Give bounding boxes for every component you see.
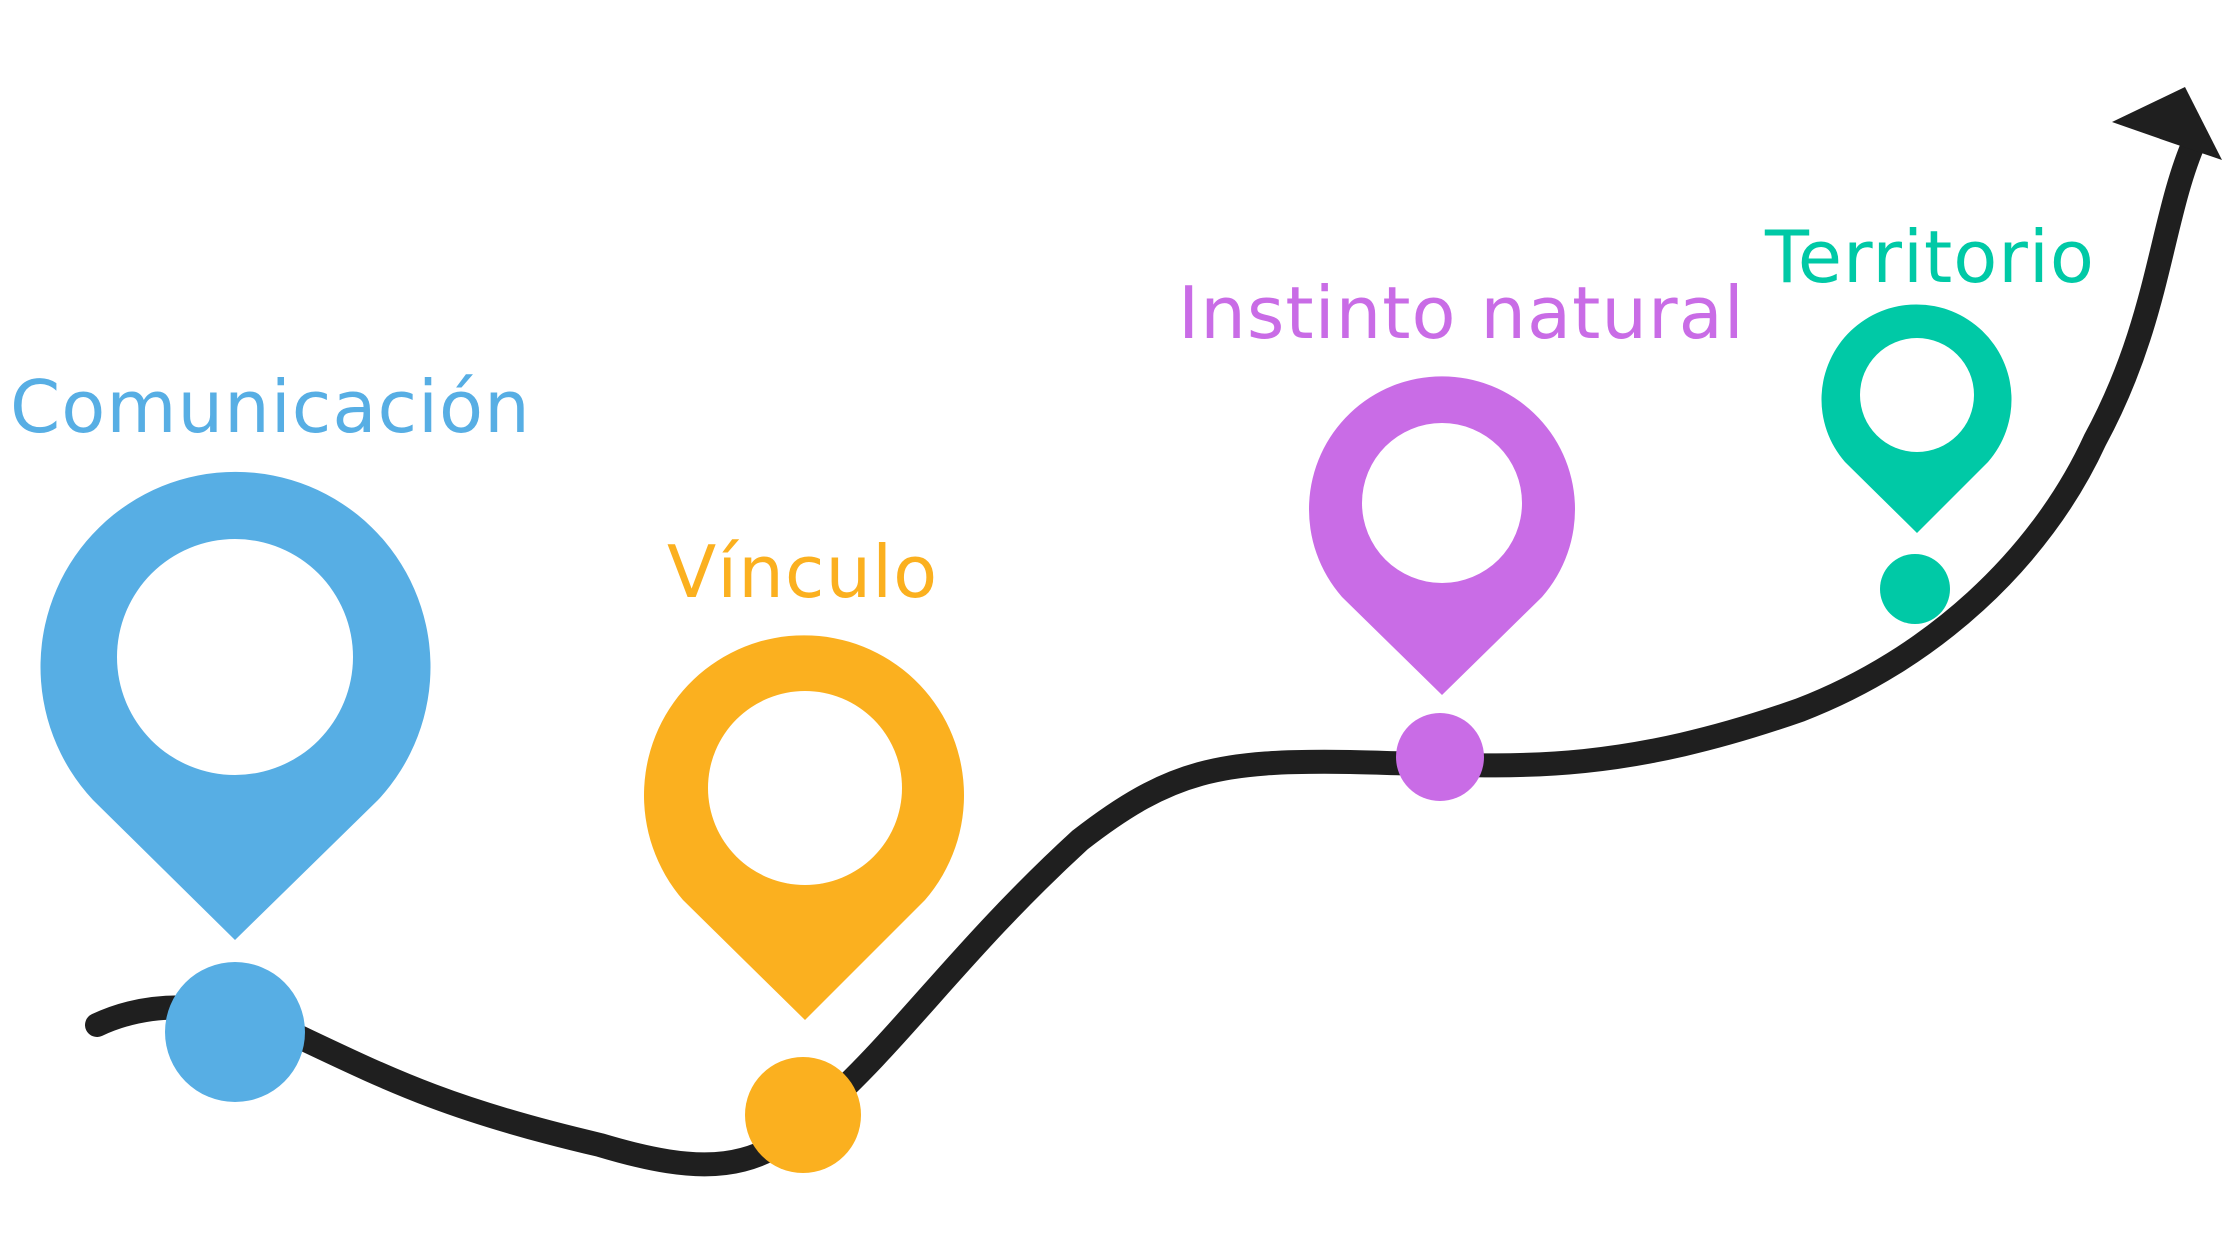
milestone-label-instinto-natural: Instinto natural <box>1178 271 1745 355</box>
milestone-label-comunicacion: Comunicación <box>10 365 531 449</box>
milestone-vinculo: Vínculo <box>644 530 965 1173</box>
path-marker-dot <box>745 1057 861 1173</box>
pin-hole <box>1362 423 1522 583</box>
pin-hole <box>1860 338 1974 452</box>
road-path <box>85 128 2207 1177</box>
pin-hole <box>117 539 353 775</box>
pin-hole <box>708 691 902 885</box>
milestone-label-vinculo: Vínculo <box>667 530 938 614</box>
path-marker-dot <box>1880 554 1950 624</box>
path-marker-dot <box>165 962 305 1102</box>
milestone-territorio: Territorio <box>1764 215 2095 624</box>
arrow-head-icon <box>2112 87 2222 160</box>
milestone-comunicacion: Comunicación <box>10 365 531 1102</box>
path-marker-dot <box>1396 713 1484 801</box>
milestone-instinto-natural: Instinto natural <box>1178 271 1745 801</box>
milestone-label-territorio: Territorio <box>1764 215 2095 299</box>
